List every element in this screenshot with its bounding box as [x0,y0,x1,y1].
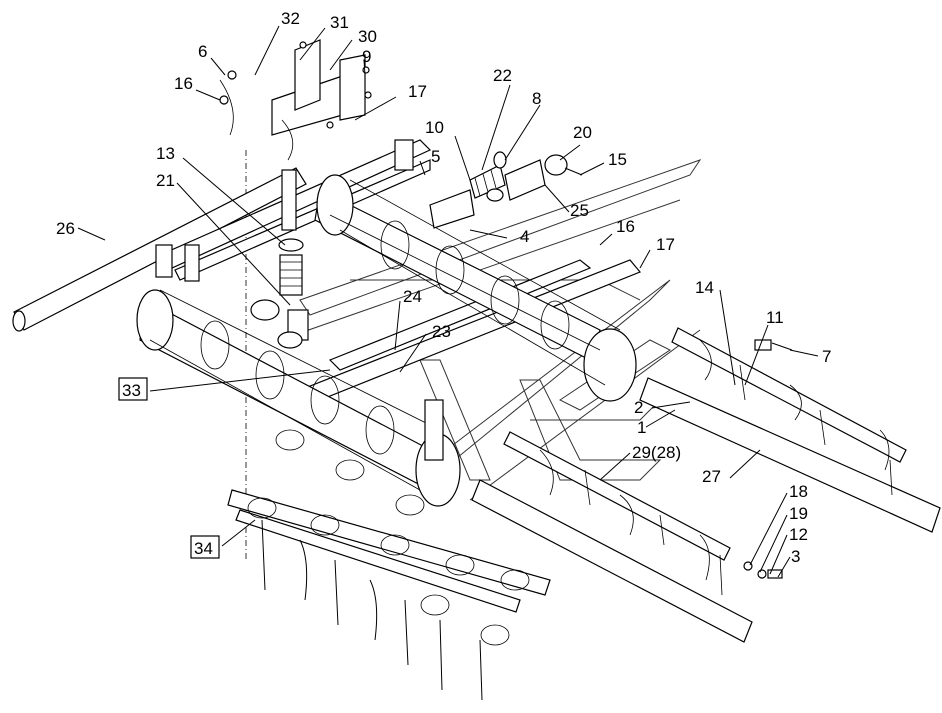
callout-5: 5 [431,147,440,166]
callout-25: 25 [570,201,589,220]
callout-15: 15 [608,150,627,169]
rear-roller-cage [314,174,637,402]
callout-13: 13 [156,144,175,163]
callout-31: 31 [330,13,349,32]
harrow-34 [227,429,551,701]
callout-10: 10 [425,118,444,137]
callout-3: 3 [791,547,800,566]
callout-12: 12 [789,525,808,544]
callout-16b: 16 [616,217,635,236]
callout-19: 19 [789,504,808,523]
spring-assembly-left [250,238,309,349]
callout-17a: 17 [408,82,427,101]
callout-33: 33 [122,381,141,400]
callout-34-box [190,535,220,559]
callout-24: 24 [403,287,422,306]
callout-8: 8 [532,89,541,108]
callout-18: 18 [789,482,808,501]
leader-lines [77,25,819,578]
tine-bar-29 [471,431,783,643]
callout-34: 34 [194,539,213,558]
callout-9: 9 [362,47,371,66]
callout-26: 26 [56,219,75,238]
callout-1: 1 [637,418,646,437]
callout-2: 2 [634,398,643,417]
front-roller-cage [136,289,461,507]
callout-29-28: 29(28) [632,443,681,462]
callout-16a: 16 [174,74,193,93]
callout-labels: 32 31 30 6 9 16 17 22 8 10 20 13 5 15 21… [56,9,831,566]
callout-23: 23 [432,322,451,341]
callout-20: 20 [573,123,592,142]
callout-4: 4 [520,227,529,246]
crossbar-27 [639,327,941,533]
callout-27: 27 [702,467,721,486]
callout-7: 7 [822,347,831,366]
callout-22: 22 [493,66,512,85]
callout-21: 21 [156,171,175,190]
callout-14: 14 [695,278,714,297]
spring-assembly-right [429,151,583,229]
top-bracket [219,39,372,161]
callout-11: 11 [766,308,784,327]
callout-33-box [118,377,148,401]
callout-17b: 17 [656,235,675,254]
callout-32: 32 [281,9,300,28]
callout-6: 6 [198,42,207,61]
callout-30: 30 [358,27,377,46]
